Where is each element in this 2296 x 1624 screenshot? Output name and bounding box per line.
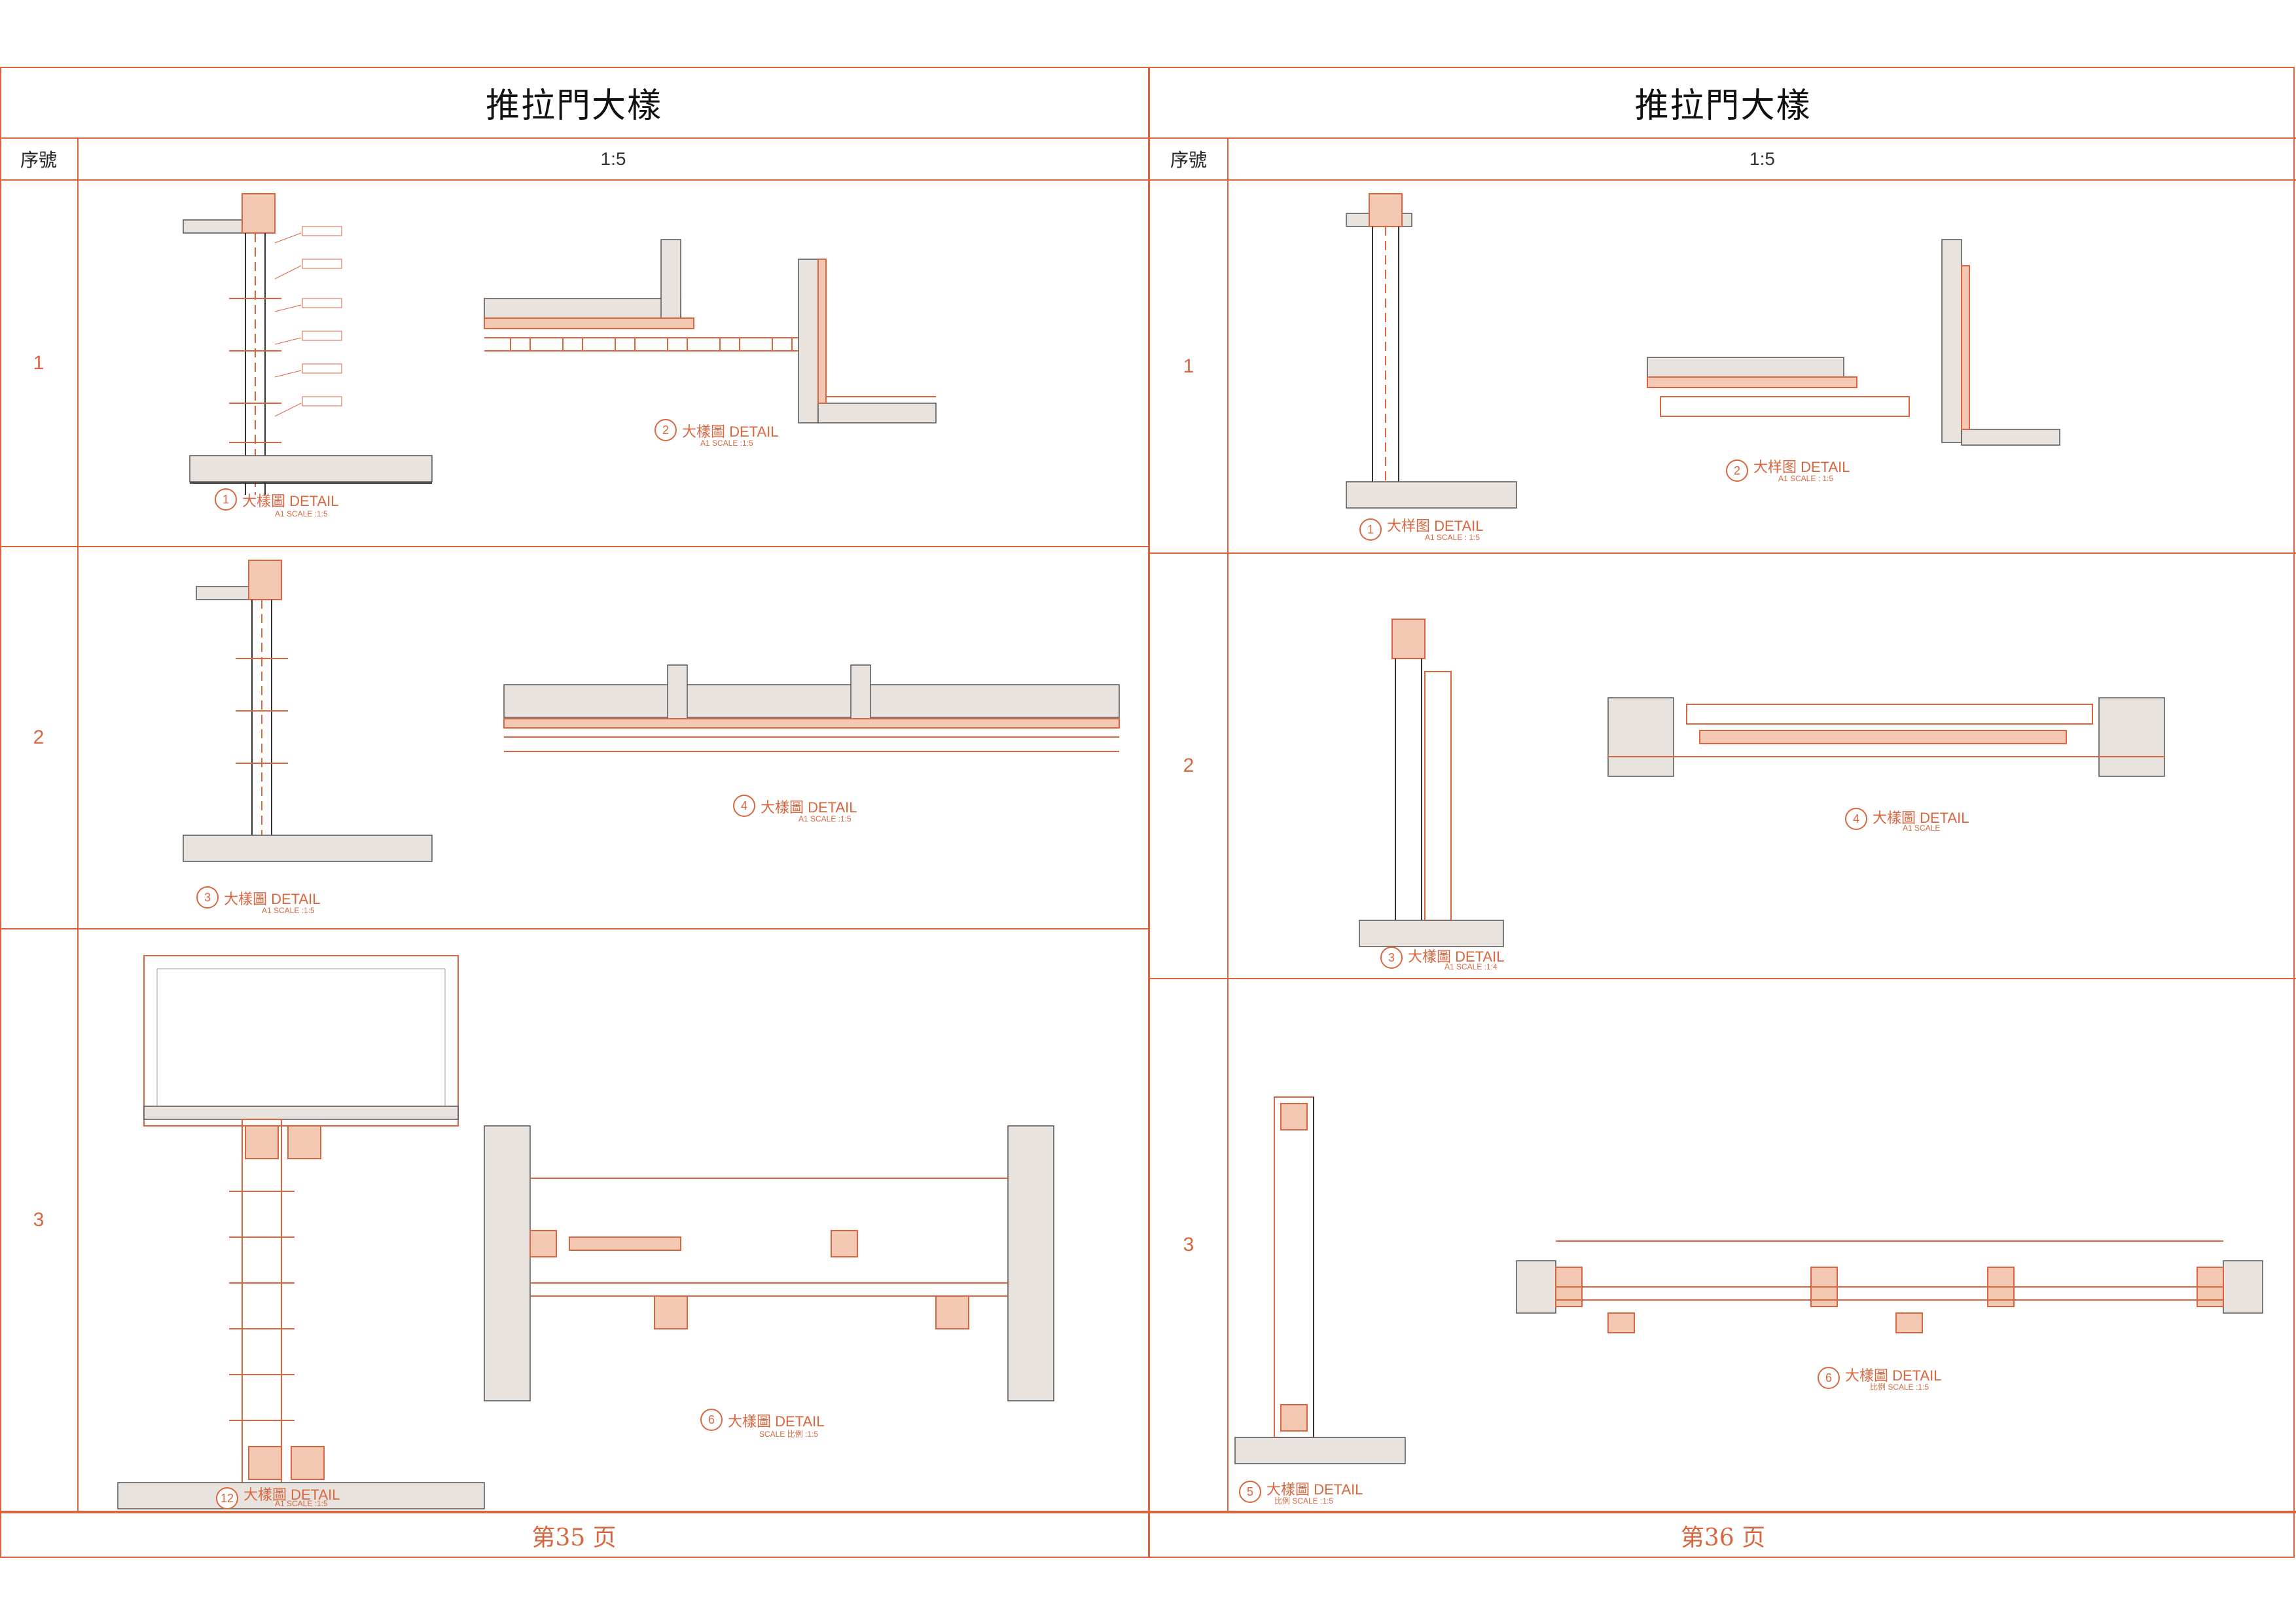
detail-title: 大樣圖 DETAIL xyxy=(224,891,321,907)
cad-drawing-5-6 xyxy=(1234,1096,2263,1464)
detail-title: 大樣圖 DETAIL xyxy=(761,799,857,816)
detail-title: 大样图 DETAIL xyxy=(1387,518,1484,534)
detail-title: 大樣圖 DETAIL xyxy=(1266,1481,1363,1498)
row-drawings: 1 大样图 DETAIL A1 SCALE : 1:5 2 大样图 DETAIL… xyxy=(1229,181,2296,552)
scale-header: 1:5 xyxy=(600,149,626,169)
detail-number: 3 xyxy=(196,886,219,909)
page-number: 第36 页 xyxy=(1680,1525,1766,1551)
detail-scale: A1 SCALE : 1:5 xyxy=(1425,533,1480,542)
detail-number: 4 xyxy=(733,795,755,817)
cad-drawing-1-2 xyxy=(1346,193,2060,509)
row-number: 3 xyxy=(1150,979,1229,1511)
page-36: 推拉門大樣 序號 1:5 1 xyxy=(1148,67,2296,1558)
page-35: 推拉門大樣 序號 1:5 1 xyxy=(0,67,1148,1558)
detail-row: 1 xyxy=(0,181,1148,547)
cad-drawing-3-4 xyxy=(1359,619,2165,947)
detail-number: 1 xyxy=(1359,518,1382,541)
scale-header: 1:5 xyxy=(1749,149,1775,169)
detail-title: 大樣圖 DETAIL xyxy=(243,1487,340,1503)
detail-scale: A1 SCALE :1:5 xyxy=(798,814,852,823)
row-drawings: 5 大樣圖 DETAIL 比例 SCALE :1:5 6 大樣圖 DETAIL … xyxy=(1229,979,2296,1511)
detail-scale: A1 SCALE xyxy=(1903,823,1941,833)
row-drawings: 3 大樣圖 DETAIL A1 SCALE :1:5 4 大樣圖 DETAIL … xyxy=(79,547,1148,928)
detail-number: 4 xyxy=(1845,808,1867,830)
page-title: 推拉門大樣 xyxy=(1634,86,1812,126)
detail-scale: SCALE 比例 :1:5 xyxy=(759,1430,819,1439)
detail-row: 3 xyxy=(0,929,1148,1512)
page-title-row: 推拉門大樣 xyxy=(0,67,1148,139)
detail-number: 6 xyxy=(1818,1367,1840,1389)
page-title: 推拉門大樣 xyxy=(485,86,662,126)
detail-row: 2 3 大樣圖 DETAIL A1 SCALE :1:4 xyxy=(1150,554,2296,979)
detail-title: 大样图 DETAIL xyxy=(1753,459,1850,475)
detail-row: 1 1 大样图 DETAIL xyxy=(1150,181,2296,554)
detail-number: 2 xyxy=(655,419,677,441)
detail-title: 大樣圖 DETAIL xyxy=(242,493,339,509)
cad-drawing-1-2 xyxy=(183,193,937,495)
detail-scale: A1 SCALE :1:5 xyxy=(262,906,315,915)
detail-number: 6 xyxy=(700,1409,723,1431)
cad-drawing-3-4 xyxy=(183,560,1120,862)
seq-header: 序號 xyxy=(0,139,79,179)
detail-number: 12 xyxy=(216,1487,238,1509)
page-footer: 第36 页 xyxy=(1150,1512,2296,1558)
detail-title: 大樣圖 DETAIL xyxy=(682,424,779,440)
detail-scale: A1 SCALE :1:5 xyxy=(700,439,753,448)
row-number: 1 xyxy=(1150,181,1229,552)
row-number: 2 xyxy=(0,547,79,928)
detail-scale: 比例 SCALE :1:5 xyxy=(1274,1496,1334,1506)
row-drawings: 12 大樣圖 DETAIL A1 SCALE :1:5 6 大樣圖 DETAIL… xyxy=(79,929,1148,1511)
detail-number: 5 xyxy=(1239,1481,1261,1503)
row-drawings: 1 大樣圖 DETAIL A1 SCALE :1:5 2 大樣圖 DETAIL … xyxy=(79,181,1148,546)
detail-title: 大樣圖 DETAIL xyxy=(728,1413,825,1430)
page-title-row: 推拉門大樣 xyxy=(1150,67,2296,139)
detail-row: 3 xyxy=(1150,979,2296,1512)
seq-header: 序號 xyxy=(1150,139,1229,179)
row-number: 3 xyxy=(0,929,79,1511)
table-header-row: 序號 1:5 xyxy=(1150,139,2296,181)
row-drawings: 3 大樣圖 DETAIL A1 SCALE :1:4 4 大樣圖 DETAIL … xyxy=(1229,554,2296,978)
detail-number: 2 xyxy=(1726,460,1748,482)
cad-drawing-12-6 xyxy=(117,955,1054,1509)
detail-scale: 比例 SCALE :1:5 xyxy=(1870,1382,1929,1392)
detail-scale: A1 SCALE :1:5 xyxy=(275,1499,328,1508)
page-footer: 第35 页 xyxy=(0,1512,1148,1558)
detail-title: 大樣圖 DETAIL xyxy=(1845,1367,1942,1384)
detail-scale: A1 SCALE :1:4 xyxy=(1444,962,1498,971)
row-number: 2 xyxy=(1150,554,1229,978)
detail-number: 1 xyxy=(215,488,237,511)
drawing-sheet-frame xyxy=(0,67,2295,1558)
detail-title: 大樣圖 DETAIL xyxy=(1408,948,1505,965)
row-number: 1 xyxy=(0,181,79,546)
detail-title: 大樣圖 DETAIL xyxy=(1873,810,1969,826)
detail-row: 2 xyxy=(0,547,1148,929)
table-header-row: 序號 1:5 xyxy=(0,139,1148,181)
page-number: 第35 页 xyxy=(531,1525,617,1551)
detail-number: 3 xyxy=(1380,947,1403,969)
detail-scale: A1 SCALE : 1:5 xyxy=(1778,474,1834,483)
detail-scale: A1 SCALE :1:5 xyxy=(275,509,328,518)
